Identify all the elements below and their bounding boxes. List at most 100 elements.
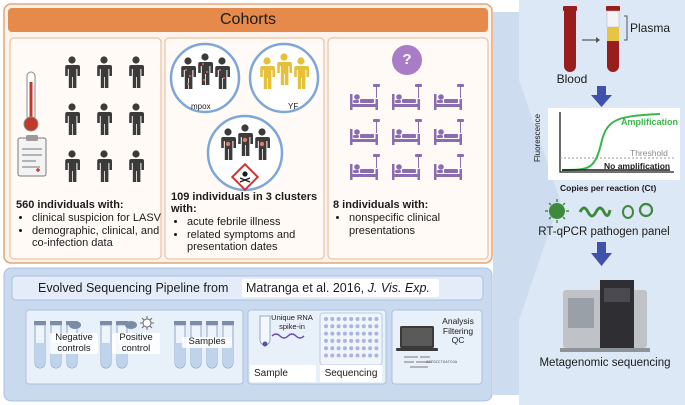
cohort-1-text: 560 individuals with: clinical suspicion…: [16, 199, 161, 250]
x-axis-label: Copies per reaction (Ct): [560, 183, 657, 193]
plate-well: [361, 331, 366, 336]
question-mark-icon: ?: [402, 51, 412, 68]
plasma-bracket: [624, 15, 628, 41]
pathogen-icons: [545, 199, 654, 223]
mpox-lesions: [184, 62, 226, 86]
plate-well: [342, 317, 347, 321]
plate-well: [368, 324, 373, 329]
mouse-icon: [69, 321, 81, 329]
chevron-arrow: [493, 12, 560, 395]
cohort-3-heading: 8 individuals with:: [333, 199, 429, 211]
bacterium-icon: [622, 205, 634, 219]
sample-label-box: [250, 365, 316, 382]
cohort-1-bullet: demographic, clinical, and co-infection …: [32, 225, 161, 250]
positive-control-virus-icon: [140, 316, 154, 330]
hazard-icon: [230, 162, 260, 192]
plate-well: [374, 324, 379, 329]
plate-well: [336, 331, 341, 336]
plate-well: [324, 331, 328, 336]
plate-well: [324, 346, 328, 351]
plate-well: [374, 331, 379, 336]
cohort-1-bullet: clinical suspicion for LASV: [32, 212, 161, 225]
plate-well: [349, 353, 354, 358]
plate-well: [355, 331, 360, 336]
plate-well: [336, 353, 341, 358]
plate-well: [355, 346, 360, 351]
plate-well: [355, 317, 360, 321]
spike-in-label: Unique RNA spike-in: [271, 313, 313, 331]
plate-well: [368, 346, 373, 351]
cohort-1-heading: 560 individuals with:: [16, 199, 124, 211]
symptom-marks: [225, 137, 265, 147]
cohort-3-text: 8 individuals with: nonspecific clinical…: [333, 199, 485, 237]
plate-well: [361, 324, 366, 329]
pipeline-citation: Matranga et al. 2016, J. Vis. Exp.: [246, 279, 430, 297]
plate-well: [330, 317, 335, 321]
plate-well: [349, 317, 354, 321]
cohort-panel-1: [9, 37, 162, 260]
coronavirus-icon: [549, 203, 565, 219]
down-arrow-1: [591, 86, 612, 107]
plate-well: [355, 353, 360, 358]
plate-well: [349, 331, 354, 336]
plate-well: [355, 324, 360, 329]
plate-well: [336, 317, 341, 321]
plasma-label: Plasma: [630, 21, 671, 35]
plate-well: [342, 324, 347, 329]
plate-well: [361, 338, 366, 343]
sample-label: Sample: [254, 368, 288, 379]
plot-axes: [559, 112, 674, 173]
metagenomic-label: Metagenomic sequencing: [539, 357, 671, 369]
down-arrow-2: [591, 242, 612, 266]
threshold-label: Threshold: [630, 148, 668, 158]
amplification-label: Amplification: [621, 117, 679, 127]
analysis-label: Analysis Filtering QC: [442, 316, 474, 345]
cohort-3-bullet: nonspecific clinical presentations: [349, 212, 485, 237]
plate-well: [374, 317, 379, 321]
question-circle: [392, 45, 422, 75]
plate-well: [361, 353, 366, 358]
cohorts-header: [8, 8, 488, 32]
sequencing-label: Sequencing: [324, 368, 378, 379]
plate-well: [349, 338, 354, 343]
plate-well: [342, 353, 347, 358]
qpcr-plot: [548, 108, 680, 180]
cohort-panel-3: [327, 37, 489, 260]
plate-well: [330, 353, 335, 358]
plate-well: [355, 338, 360, 343]
cohort-2-text: 109 individuals in 3 clusters with: acut…: [171, 191, 321, 254]
cohorts-title: Cohorts: [219, 11, 277, 28]
thermometer-icon: [23, 71, 39, 132]
plate-well: [336, 324, 341, 329]
mouse-icon: [125, 321, 137, 329]
plate-well: [324, 324, 328, 329]
negative-controls-label: Negative controls: [50, 332, 98, 354]
plate-well: [368, 338, 373, 343]
arrow-head-icon: [596, 37, 600, 43]
pipeline-title: Evolved Sequencing Pipeline from: [38, 281, 229, 295]
plate-well: [342, 331, 347, 336]
sequencer-icon: [560, 280, 650, 352]
test-tube-icon: [99, 320, 113, 369]
plate-well: [324, 338, 328, 343]
samples-label: Samples: [182, 336, 232, 348]
plate-well: [368, 353, 373, 358]
yf-label: YF: [288, 102, 299, 111]
pathogen-panel-label: RT-qPCR pathogen panel: [538, 226, 670, 238]
plate-well: [330, 324, 335, 329]
plate-well: [330, 338, 335, 343]
plate-well: [342, 346, 347, 351]
blood-tube-icon: [563, 6, 577, 72]
cohort-2-bullet: related symptoms and presentation dates: [187, 229, 321, 254]
test-tube-icon: [33, 320, 47, 369]
plate-well: [361, 346, 366, 351]
sequencing-label-box: [320, 365, 382, 382]
plasma-tube-icon: [606, 6, 620, 72]
plate-well: [349, 324, 354, 329]
parasite-icon: [638, 202, 654, 218]
sample-tube-icon: [259, 315, 271, 347]
reads-lines: [404, 356, 432, 368]
clipboard-icon: [17, 135, 47, 177]
plate-well: [330, 331, 335, 336]
